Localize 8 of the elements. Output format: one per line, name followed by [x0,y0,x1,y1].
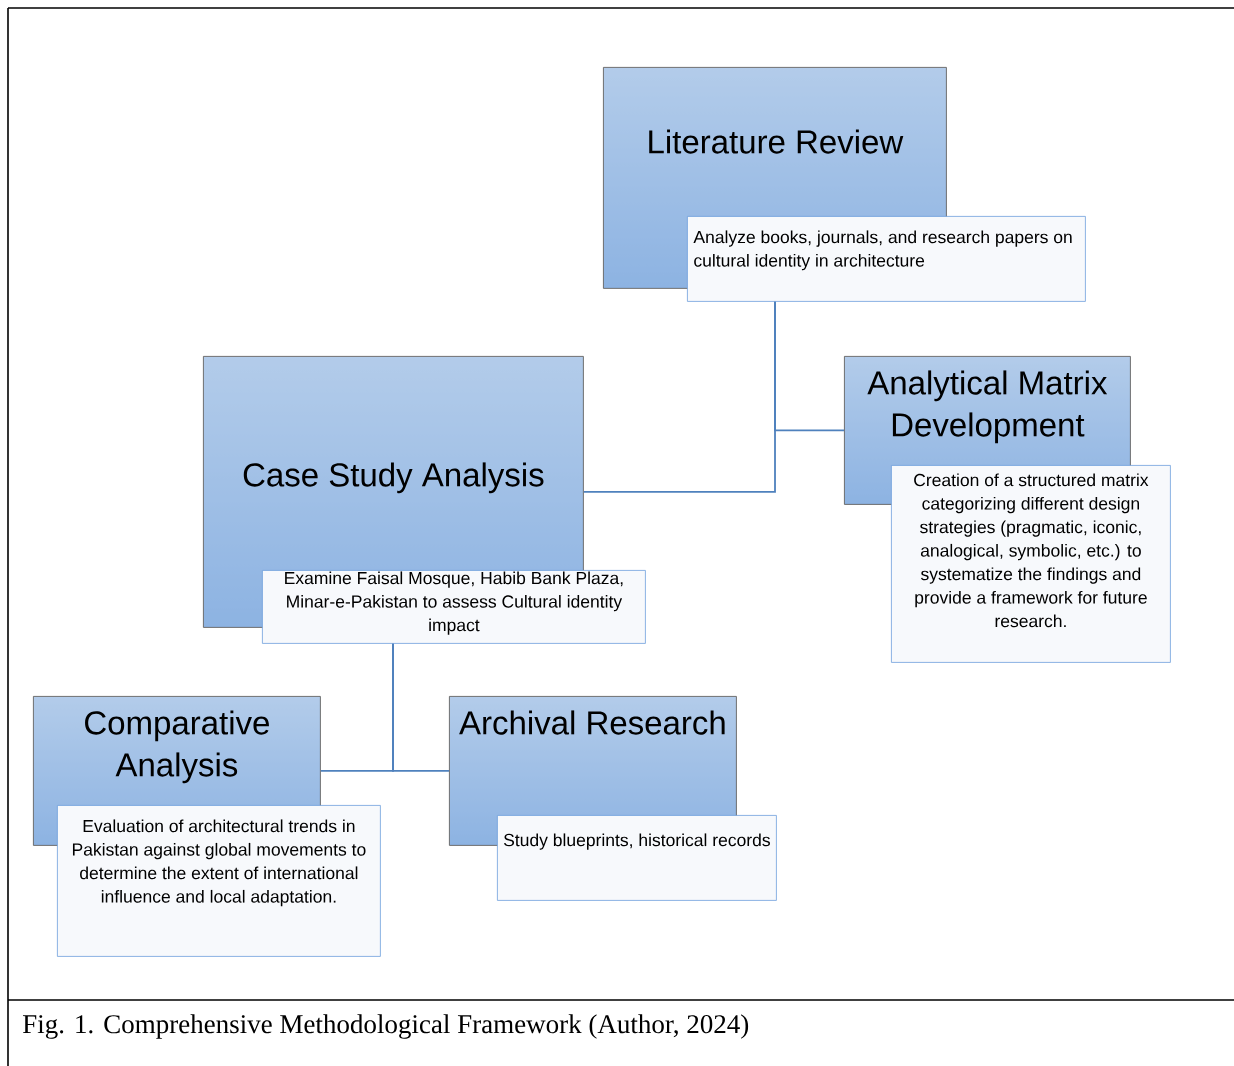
description-box: Creation of a structured matrix categorizing different design strategies (pragmatic, iconic, analogical, symbolic, etc.) to systematize the findings and provide a framework for future research. [891,465,1171,663]
connector [392,642,450,772]
figure-caption: Fig. 1. Comprehensive Methodological Framework (Author, 2024) [23,1014,749,1039]
description-box: Examine Faisal Mosque, Habib Bank Plaza, Minar-e-Pakistan to assess Cultural identity impact [262,570,646,644]
description-box: Analyze books, journals, and research papers on cultural identity in architecture [687,216,1086,302]
connector [582,300,776,493]
description-box: Study blueprints, historical records [497,815,777,901]
description-box: Evaluation of architectural trends in Pakistan against global movements to determine the extent of international influence and local adaptation. [57,805,381,957]
